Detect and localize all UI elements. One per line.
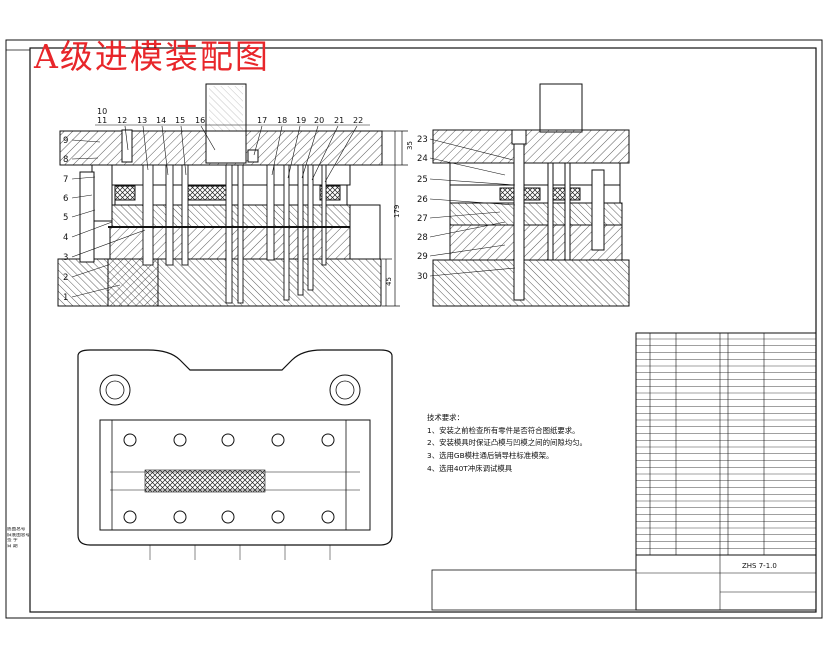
callout-leaders-top: [95, 124, 370, 183]
left-side-revision-box: 底图总号 旧底图总号 签 字 日 期: [7, 527, 29, 549]
callout-2: 2: [63, 273, 68, 283]
technical-requirement-2: 2、安装模具时保证凸模与凹模之间的间隙均匀。: [427, 438, 587, 448]
callout-4: 4: [63, 233, 68, 243]
callout-21: 21: [334, 116, 344, 125]
callout-25: 25: [417, 175, 428, 185]
technical-requirement-1: 1、安装之前检查所有零件是否符合图纸要求。: [427, 425, 580, 435]
callout-3: 3: [63, 253, 68, 263]
callout-leaders-right: [429, 138, 516, 277]
callouts-top-group: 10 11 12 13 14 15 16 17 18 19 20 21 22: [97, 107, 363, 125]
side-section-view: [432, 83, 630, 307]
callout-16: 16: [195, 116, 205, 125]
callout-20: 20: [314, 116, 324, 125]
dimension-top-thickness: 35: [406, 141, 414, 150]
callout-13: 13: [137, 116, 147, 125]
callout-11: 11: [97, 116, 107, 125]
callout-30: 30: [417, 272, 428, 282]
drawing-number: ZHS 7-1.0: [742, 562, 777, 570]
plan-view: [77, 349, 393, 560]
callout-18: 18: [277, 116, 287, 125]
main-section-view: [57, 83, 383, 307]
callout-24: 24: [417, 154, 428, 164]
technical-requirements: 技术要求： 1、安装之前检查所有零件是否符合图纸要求。 2、安装模具时保证凸模与…: [427, 412, 587, 476]
callouts-right-group: 23 24 25 26 27 28 29 30: [417, 135, 428, 282]
side-box-line: 底图总号: [7, 527, 26, 532]
callout-19: 19: [296, 116, 306, 125]
dimension-lines: [382, 130, 408, 307]
callout-15: 15: [175, 116, 185, 125]
callout-12: 12: [117, 116, 127, 125]
callout-22: 22: [353, 116, 363, 125]
dimension-bottom-height: 45: [385, 277, 393, 286]
callout-17: 17: [257, 116, 267, 125]
callout-7: 7: [63, 175, 68, 185]
callout-23: 23: [417, 135, 428, 145]
parts-list: [431, 332, 817, 611]
drawing-title: A级进模装配图: [34, 37, 270, 76]
callout-5: 5: [63, 213, 68, 223]
technical-requirement-4: 4、选用40T冲床调试模具: [427, 463, 513, 473]
dimension-total-height: 179: [393, 205, 401, 218]
callout-28: 28: [417, 233, 428, 243]
technical-requirement-3: 3、选用GB模柱通后销导柱标准模架。: [427, 451, 554, 461]
side-box-line: 旧底图总号: [7, 532, 29, 538]
parts-list-rows: [636, 338, 816, 549]
callout-26: 26: [417, 195, 428, 205]
callout-8: 8: [63, 155, 68, 165]
callout-1: 1: [63, 293, 68, 303]
technical-requirements-heading: 技术要求：: [427, 413, 464, 422]
callout-9: 9: [63, 136, 68, 146]
callout-14: 14: [156, 116, 166, 125]
callout-29: 29: [417, 252, 428, 262]
callout-27: 27: [417, 214, 428, 224]
side-box-line: 签 字: [7, 538, 18, 543]
callout-leaders-left: [71, 139, 146, 298]
callout-10: 10: [97, 107, 107, 116]
callout-6: 6: [63, 194, 68, 204]
side-box-line: 日 期: [7, 543, 18, 549]
sheet-frame: [5, 39, 823, 619]
callouts-left-group: 1 2 3 4 5 6 7 8 9: [63, 136, 68, 303]
